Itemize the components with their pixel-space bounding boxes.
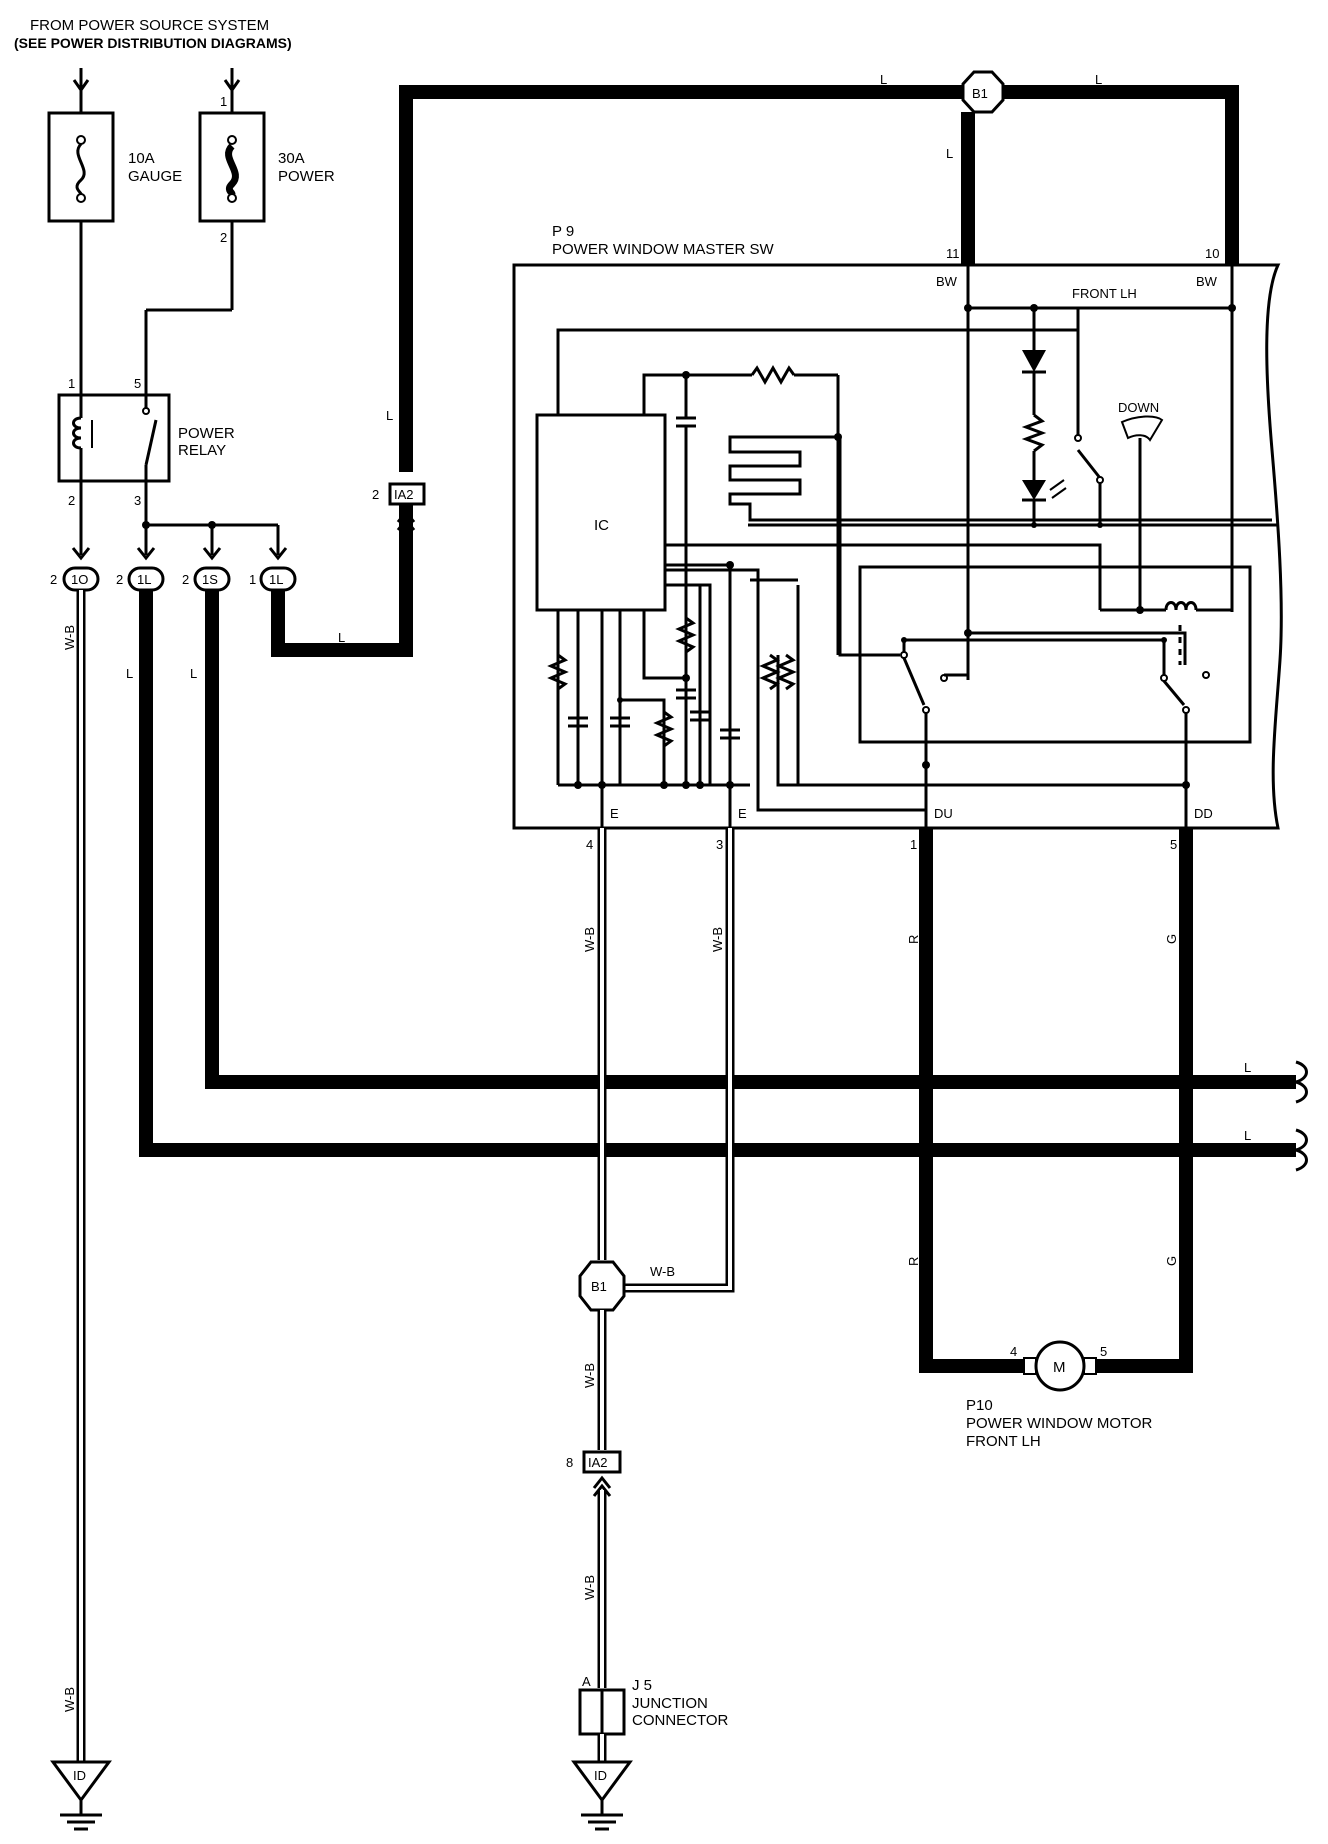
wire-label-l-e: L [338, 630, 345, 645]
connector-ia2-top [388, 482, 426, 531]
wire-label-wb-6: W-B [582, 1363, 597, 1388]
wire-label-g-2: G [1164, 1256, 1179, 1266]
master-sw-pin4: 4 [586, 837, 593, 852]
master-sw-e1: E [610, 806, 619, 821]
fuse-gauge-name: GAUGE [128, 168, 182, 185]
b1-top-label: B1 [972, 86, 988, 101]
wire-label-r-1: R [906, 935, 921, 944]
wire-label-wb-7: W-B [582, 1575, 597, 1600]
fuse-power-pin-in: 1 [220, 94, 227, 109]
connector-1l-a-pin: 2 [116, 572, 123, 587]
ic-bottom-network [547, 560, 1190, 828]
wire-label-wb-5: W-B [650, 1264, 675, 1279]
fuse-gauge [47, 68, 115, 550]
relay-pin1: 1 [68, 376, 75, 391]
master-sw-du: DU [934, 806, 953, 821]
power-relay [57, 393, 171, 483]
fuse-power-name: POWER [278, 168, 335, 185]
b1-bottom-label: B1 [591, 1279, 607, 1294]
power-window-motor [1023, 1340, 1097, 1392]
master-sw-name: POWER WINDOW MASTER SW [552, 241, 774, 258]
wire-label-l-c: L [1244, 1060, 1251, 1075]
wire-label-wb-4: W-B [710, 927, 725, 952]
connector-1s-label: 1S [202, 572, 218, 587]
down-label: DOWN [1118, 400, 1159, 415]
wire-label-l-i: L [946, 146, 953, 161]
fuse-gauge-rating: 10A [128, 150, 155, 167]
wire-g-dd [1090, 828, 1193, 1373]
connector-1o-label: 1O [71, 572, 88, 587]
wire-wb-e2 [620, 828, 735, 1293]
junction-connector-j5 [578, 1688, 626, 1762]
motor-pin5: 5 [1100, 1344, 1107, 1359]
master-sw-e2: E [738, 806, 747, 821]
master-sw-code: P 9 [552, 223, 574, 240]
j5-name1: JUNCTION [632, 1695, 708, 1712]
wire-label-r-2: R [906, 1257, 921, 1266]
ground-left [50, 1760, 112, 1831]
relay-pin5: 5 [134, 376, 141, 391]
master-sw-bw1: BW [936, 274, 958, 289]
master-sw-pin11: 11 [946, 246, 960, 261]
connector-1l-b-pin: 1 [249, 572, 256, 587]
connector-ia2-bottom [582, 1450, 622, 1497]
ia2-bottom-label: IA2 [588, 1455, 608, 1470]
ia2-top-label: IA2 [394, 487, 414, 502]
wire-label-l-f: L [386, 408, 393, 423]
wire-label-wb-1: W-B [62, 625, 77, 650]
wire-r-du [919, 828, 1030, 1373]
motor-name1: POWER WINDOW MOTOR [966, 1415, 1153, 1432]
ia2-bottom-pin: 8 [566, 1455, 573, 1470]
fuse-power [144, 68, 266, 395]
wire-label-l-a: L [126, 666, 133, 681]
header-line1: FROM POWER SOURCE SYSTEM [30, 17, 269, 34]
wire-label-l-h: L [1095, 72, 1102, 87]
ground-right-label: ID [594, 1768, 607, 1783]
wire-label-l-d: L [1244, 1128, 1251, 1143]
j5-pin: A [582, 1674, 591, 1689]
master-sw-dd: DD [1194, 806, 1213, 821]
master-sw-front-lh: FRONT LH [1072, 286, 1137, 301]
ia2-top-pin: 2 [372, 487, 379, 502]
master-sw-bw2: BW [1196, 274, 1218, 289]
relay-pin3: 3 [134, 493, 141, 508]
wire-label-wb-3: W-B [582, 927, 597, 952]
ground-left-label: ID [73, 1768, 86, 1783]
motor-symbol: M [1053, 1359, 1066, 1376]
splice-b1-top [961, 70, 1005, 114]
relay-pin2: 2 [68, 493, 75, 508]
master-sw-pin3: 3 [716, 837, 723, 852]
master-sw-pin1: 1 [910, 837, 917, 852]
motor-pin4: 4 [1010, 1344, 1017, 1359]
header-line2: (SEE POWER DISTRIBUTION DIAGRAMS) [14, 35, 292, 51]
wire-label-l-g: L [880, 72, 887, 87]
fuse-power-pin-out: 2 [220, 230, 227, 245]
master-sw-pin5: 5 [1170, 837, 1177, 852]
wire-l-main [271, 85, 1239, 657]
connector-1l-b-label: 1L [269, 572, 283, 587]
wire-label-g-1: G [1164, 934, 1179, 944]
j5-name2: CONNECTOR [632, 1712, 729, 1729]
wire-label-l-b: L [190, 666, 197, 681]
j5-code: J 5 [632, 1677, 652, 1694]
wire-l-bus-lower [139, 590, 1308, 1172]
ic-label: IC [594, 517, 609, 534]
motor-name2: FRONT LH [966, 1433, 1041, 1450]
splice-b1-bottom [578, 1260, 626, 1312]
ground-right [571, 1760, 633, 1831]
connector-1o-pin: 2 [50, 572, 57, 587]
connector-1l-a-label: 1L [137, 572, 151, 587]
ic-block [535, 413, 667, 612]
master-sw-pin10: 10 [1205, 246, 1219, 261]
wire-l-bus-upper [205, 590, 1308, 1104]
wire-label-wb-2: W-B [62, 1687, 77, 1712]
relay-name1: POWER [178, 425, 235, 442]
fuse-power-rating: 30A [278, 150, 305, 167]
connector-1s-pin: 2 [182, 572, 189, 587]
motor-code: P10 [966, 1397, 993, 1414]
relay-name2: RELAY [178, 442, 226, 459]
